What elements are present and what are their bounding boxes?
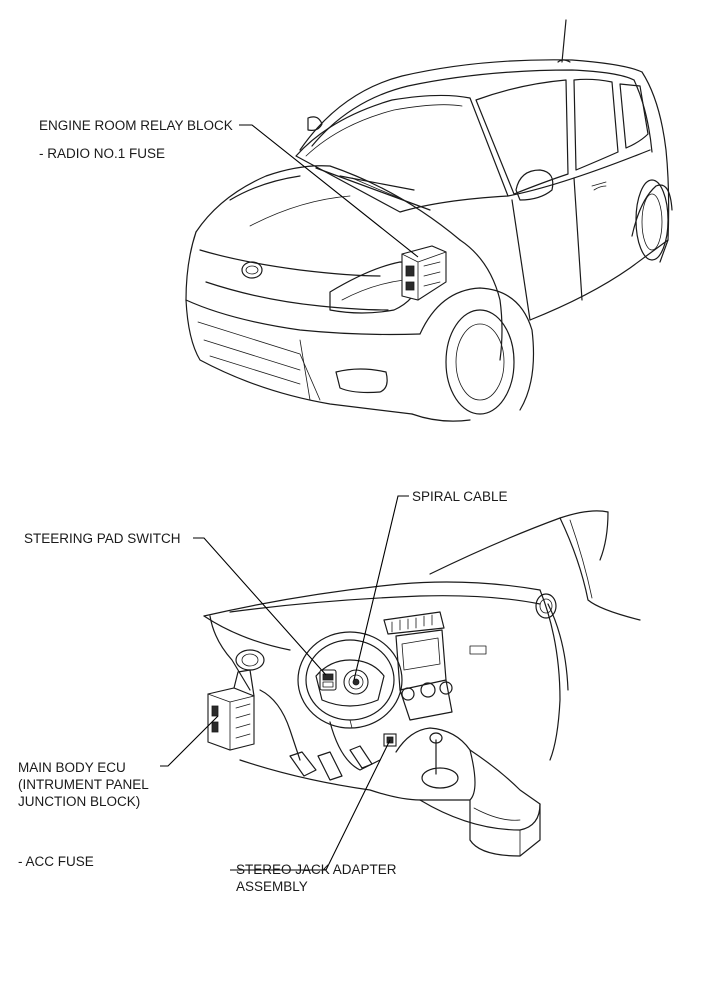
label-engine-room-relay-block: ENGINE ROOM RELAY BLOCK [39, 118, 233, 133]
label-steering-pad-switch: STEERING PAD SWITCH [24, 531, 181, 546]
leader-spiral-cable [353, 495, 409, 681]
leader-engine-room-relay-block [239, 124, 419, 258]
leader-steering-pad-switch [193, 537, 327, 676]
label-main-body-ecu-line2: (INTRUMENT PANEL [18, 777, 149, 792]
main-body-ecu-part [207, 669, 255, 751]
engine-room-relay-block-part [401, 245, 447, 301]
label-main-body-ecu-line3: JUNCTION BLOCK) [18, 794, 141, 809]
label-radio-no1-fuse: - RADIO NO.1 FUSE [39, 146, 166, 161]
label-main-body-ecu-line1: MAIN BODY ECU [18, 760, 126, 775]
leader-stereo-jack-adapter [230, 739, 391, 871]
label-spiral-cable: SPIRAL CABLE [412, 489, 508, 504]
vehicle-interior-illustration [203, 510, 641, 857]
label-stereo-jack-adapter-line2: ASSEMBLY [236, 879, 308, 894]
leader-main-body-ecu [160, 715, 219, 767]
label-acc-fuse: - ACC FUSE [18, 854, 94, 869]
label-stereo-jack-adapter-line1: STEREO JACK ADAPTER [236, 862, 397, 877]
vehicle-exterior-illustration [185, 19, 673, 422]
steering-pad-switch-part [319, 669, 337, 691]
